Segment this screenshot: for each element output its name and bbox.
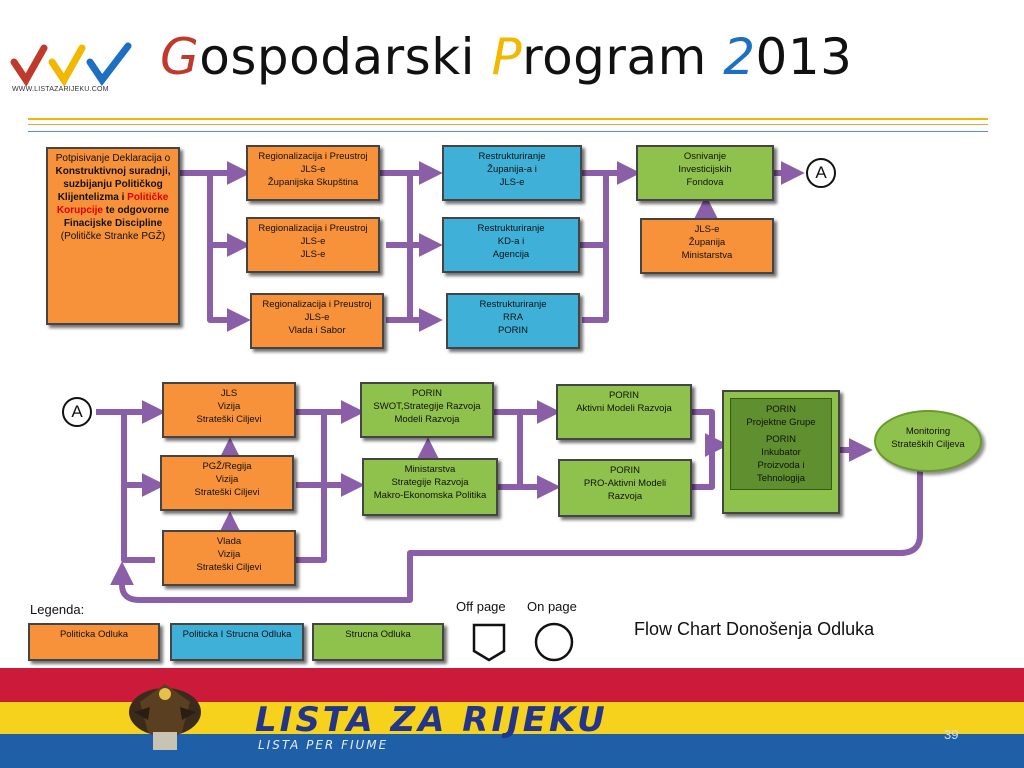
footer-title: LISTA ZA RIJEKU: [255, 700, 608, 740]
legend-politicka-strucna: Politicka I Strucna Odluka: [170, 623, 304, 661]
city-crest-icon: [129, 684, 201, 750]
connector-a-out: A: [806, 158, 836, 188]
off-page-label: Off page: [456, 599, 506, 614]
flow-chart-caption: Flow Chart Donošenja Odluka: [634, 619, 875, 639]
declaration-box: Potpisivanje Deklaracija o Konstruktivno…: [46, 147, 180, 325]
page-number: 39: [944, 727, 959, 742]
off-page-connector-icon: [472, 623, 506, 662]
header-rule-orange: [28, 124, 988, 125]
logo: [10, 40, 135, 98]
legend-label: Legenda:: [30, 602, 85, 617]
footer-subtitle: LISTA PER FIUME: [258, 738, 389, 752]
legend-politicka: Politicka Odluka: [28, 623, 160, 661]
logo-url: WWW.LISTAZARIJEKU.COM: [12, 86, 109, 93]
on-page-label: On page: [527, 599, 577, 614]
page-title: Gospodarski Program 2013: [160, 28, 853, 86]
checkmarks-logo-icon: [10, 42, 132, 87]
legend-strucna: Strucna Odluka: [312, 623, 444, 661]
connector-a-in: A: [62, 397, 92, 427]
header-rule-blue: [28, 131, 988, 132]
header-rule-yellow: [28, 118, 988, 120]
on-page-connector-icon: [534, 622, 574, 662]
